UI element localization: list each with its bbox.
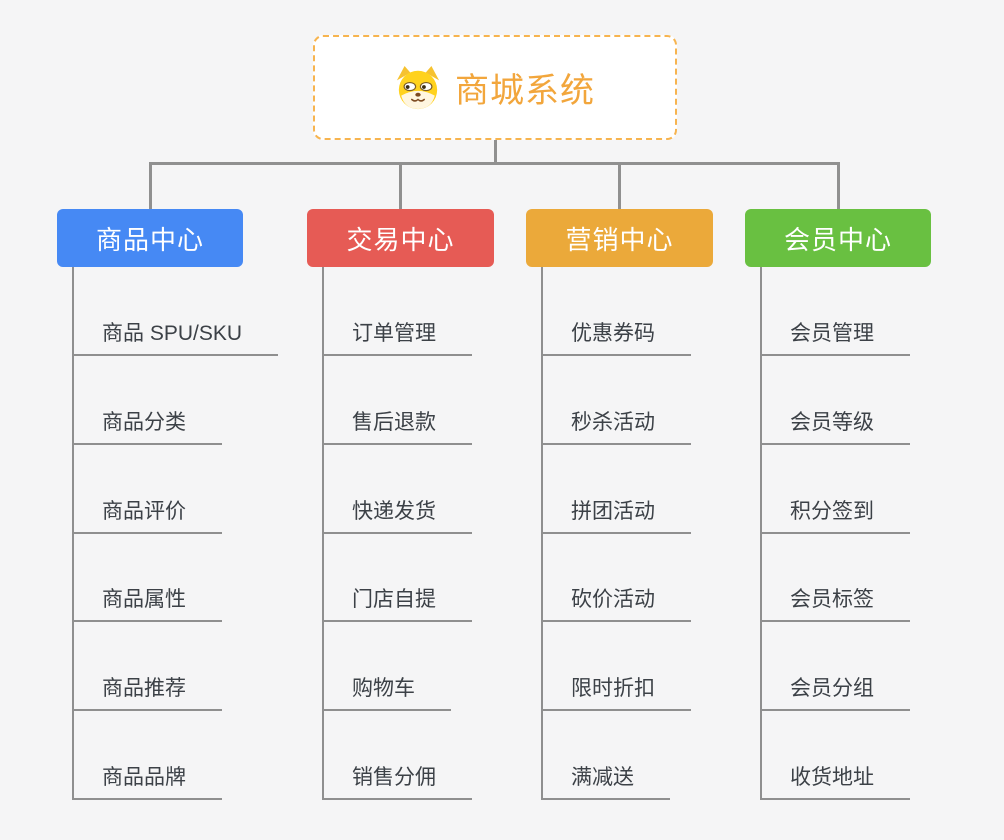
subtopic[interactable]: 砍价活动 — [541, 586, 691, 622]
dog-face-icon — [396, 65, 440, 109]
subtopic[interactable]: 商品属性 — [72, 586, 222, 622]
subtopic[interactable]: 商品评价 — [72, 498, 222, 534]
branch-topic[interactable]: 会员中心 — [745, 209, 931, 267]
subtopic[interactable]: 满减送 — [541, 764, 670, 800]
subtopic[interactable]: 销售分佣 — [322, 764, 472, 800]
subtopic[interactable]: 限时折扣 — [541, 675, 691, 711]
branch-topic[interactable]: 交易中心 — [307, 209, 494, 267]
connector-branch-drop — [836, 165, 840, 209]
branch-topic[interactable]: 营销中心 — [526, 209, 713, 267]
subtopic[interactable]: 购物车 — [322, 675, 451, 711]
subtopic[interactable]: 会员标签 — [760, 586, 910, 622]
connector-branch-drop — [148, 165, 152, 209]
subtopic[interactable]: 积分签到 — [760, 498, 910, 534]
subtopic[interactable]: 会员管理 — [760, 320, 910, 356]
root-topic[interactable]: 商城系统 — [313, 35, 677, 140]
branch-topic-label: 交易中心 — [346, 224, 455, 255]
subtopic[interactable]: 会员等级 — [760, 409, 910, 445]
branch-topic[interactable]: 商品中心 — [57, 209, 243, 267]
connector-branch-drop — [618, 165, 621, 209]
subtopic[interactable]: 快递发货 — [322, 498, 472, 534]
subtopic[interactable]: 秒杀活动 — [541, 409, 691, 445]
subtopic[interactable]: 售后退款 — [322, 409, 472, 445]
subtopic[interactable]: 商品推荐 — [72, 675, 222, 711]
branch-topic-label: 商品中心 — [95, 224, 204, 255]
subtopic[interactable]: 拼团活动 — [541, 498, 691, 534]
connector-bus — [148, 162, 840, 165]
connector-root-drop — [493, 140, 497, 163]
branch-topic-label: 会员中心 — [783, 224, 892, 255]
subtopic[interactable]: 收货地址 — [760, 764, 910, 800]
connector-branch-drop — [399, 165, 402, 209]
subtopic[interactable]: 门店自提 — [322, 586, 472, 622]
subtopic[interactable]: 商品品牌 — [72, 764, 222, 800]
subtopic[interactable]: 商品 SPU/SKU — [72, 320, 279, 356]
subtopic[interactable]: 商品分类 — [72, 409, 222, 445]
branch-topic-label: 营销中心 — [565, 224, 674, 255]
subtopic[interactable]: 订单管理 — [322, 320, 472, 356]
subtopic[interactable]: 会员分组 — [760, 675, 910, 711]
subtopic[interactable]: 优惠券码 — [541, 320, 691, 356]
root-topic-label: 商城系统 — [455, 72, 595, 110]
